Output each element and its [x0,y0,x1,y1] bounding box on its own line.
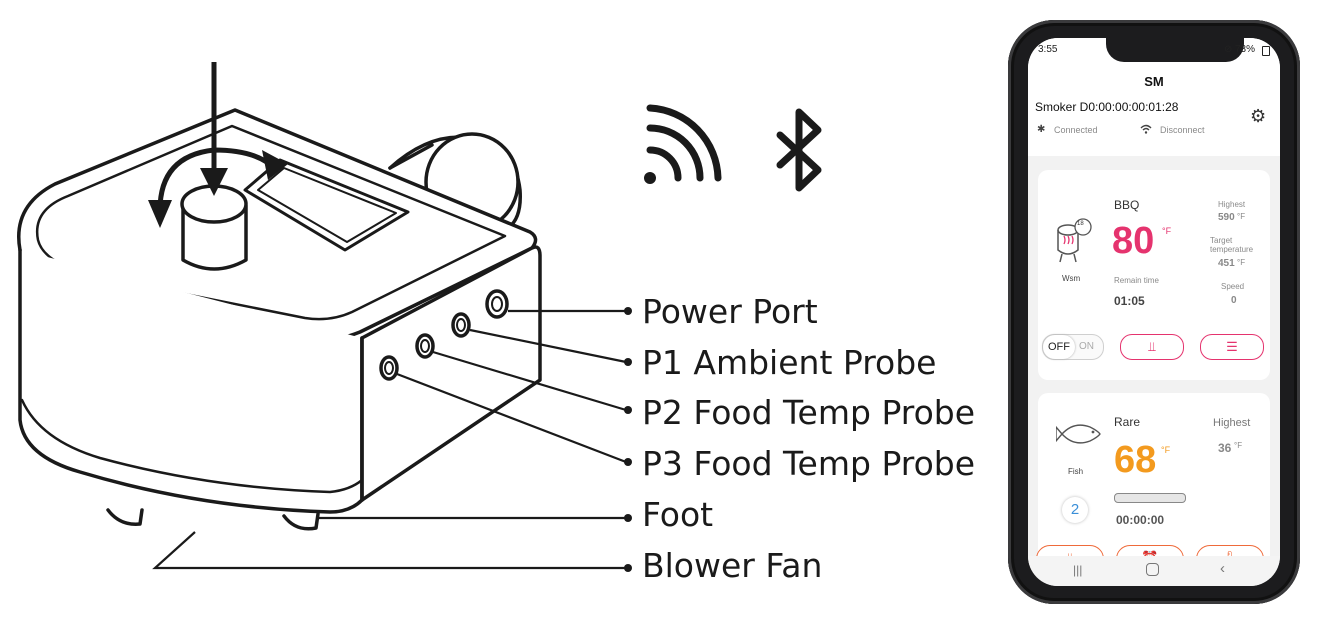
target-label-2: temperature [1210,245,1254,254]
label-p2-food-temp-probe: P2 Food Temp Probe [642,393,976,432]
phone-notch [1106,38,1244,62]
card2-timer: 00:00:00 [1116,513,1165,527]
bluetooth-icon [776,108,822,192]
recents-icon[interactable]: ||| [1073,563,1083,577]
wifi-status-icon [1140,124,1152,134]
app-screen: 3:55 ⊘ 73% SM Smoker D0:00:00:00:01:28 ⚙… [1028,38,1280,586]
device-name: Smoker D0:00:00:00:01:28 [1035,100,1179,114]
smartphone: 3:55 ⊘ 73% SM Smoker D0:00:00:00:01:28 ⚙… [1008,20,1300,604]
remain-label: Remain time [1114,276,1159,285]
card2-highest-value: 36 [1218,441,1232,455]
on-label: ON [1079,341,1094,352]
control-knob [180,184,248,271]
android-nav-bar: ||| ‹ [1028,556,1280,586]
probe-badge: 18 [1077,221,1084,227]
side-ports [379,289,509,381]
card2-highest-unit: °F [1234,441,1243,450]
settings-sliders-button[interactable]: ☰ [1200,334,1264,360]
food-label: Fish [1068,467,1084,476]
off-on-toggle[interactable]: OFF ON [1042,334,1104,360]
device-label: Wsm [1062,274,1081,283]
probe-card-rare[interactable]: Fish 2 Rare 68 °F Highest 36 °F 00:00:00… [1036,393,1270,575]
wifi-status: Disconnect [1160,125,1205,135]
bluetooth-status: Connected [1054,125,1098,135]
highest-value: 590 [1218,212,1235,223]
remain-value: 01:05 [1114,294,1145,308]
card2-name: Rare [1114,415,1141,429]
target-unit: °F [1237,258,1246,267]
battery-percent: 73% [1235,44,1256,55]
speed-label: Speed [1221,282,1245,291]
chart-icon: ⫫ [1148,339,1156,354]
wifi-icon-outer [646,104,722,182]
target-label-1: Target [1210,236,1233,245]
card1-name: BBQ [1114,198,1140,212]
rotate-arrow [148,147,288,228]
speed-value: 0 [1231,295,1237,306]
no-disturb-icon: ⊘ [1224,44,1233,55]
highest-label: Highest [1218,200,1246,209]
status-time: 3:55 [1038,44,1058,55]
back-icon[interactable]: ‹ [1220,560,1225,577]
body-front-wall [18,248,364,514]
label-p1-ambient-probe: P1 Ambient Probe [642,343,937,382]
gear-icon[interactable]: ⚙ [1250,106,1267,126]
card2-unit: °F [1161,445,1171,455]
label-blower-fan: Blower Fan [642,546,823,585]
chart-button[interactable]: ⫫ [1120,334,1184,360]
leader-p3 [396,372,627,464]
app-title: SM [1144,74,1164,89]
label-p3-food-temp-probe: P3 Food Temp Probe [642,444,976,483]
wifi-icon [644,124,704,184]
card1-temp: 80 [1112,220,1155,262]
label-power-port: Power Port [642,292,818,331]
highest-unit: °F [1237,212,1246,221]
foot-left [106,508,144,526]
foot-right [282,512,320,531]
leader-p1 [469,328,627,364]
fish-icon [1056,424,1101,444]
progress-bar [1114,493,1186,503]
label-foot: Foot [642,495,714,534]
off-label: OFF [1043,335,1075,359]
leader-blower-fan [152,531,626,570]
probe-number-badge: 2 [1062,497,1088,523]
smoker-icon [1057,218,1092,263]
home-icon[interactable] [1146,563,1159,576]
bluetooth-status-icon: ✱ [1037,124,1046,135]
probe-card-bbq[interactable]: 18 Wsm BBQ 80 °F Remain time 01:05 Highe… [1038,170,1270,380]
leader-p2 [432,350,627,412]
card2-temp: 68 [1114,439,1157,481]
card2-highest-label: Highest [1213,417,1251,429]
press-arrow [200,62,228,196]
target-value: 451 [1218,258,1235,269]
card1-unit: °F [1162,226,1172,236]
battery-icon [1262,46,1270,56]
sliders-icon: ☰ [1226,339,1238,354]
